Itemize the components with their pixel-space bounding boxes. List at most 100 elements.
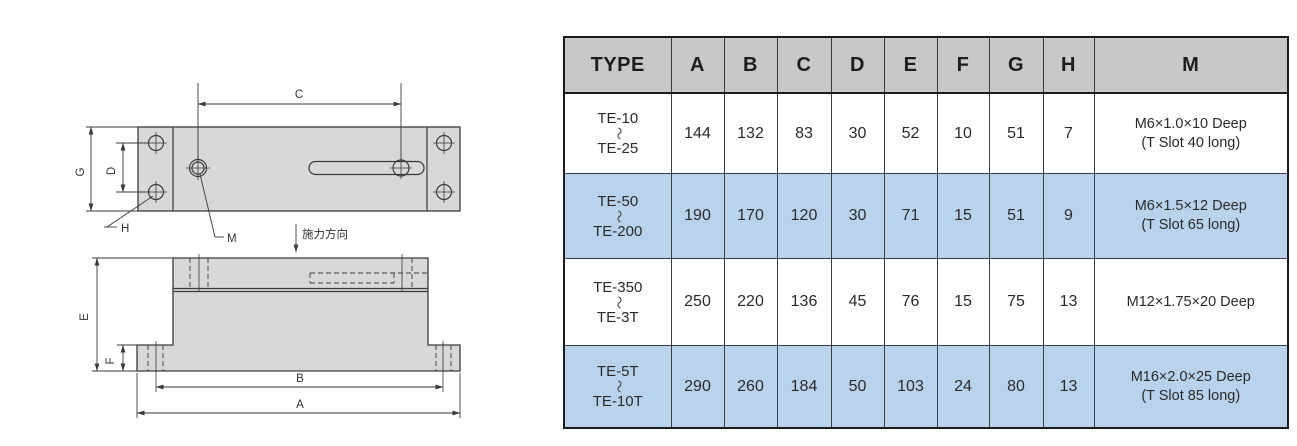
dim-f-value: 10 — [936, 92, 990, 174]
type-from: TE-350 — [593, 278, 643, 296]
type-from: TE-5T — [596, 363, 639, 380]
dim-g-value: 51 — [988, 173, 1044, 259]
dim-g-value: 51 — [988, 92, 1044, 174]
thread-spec-line2: (T Slot 65 long) — [1141, 217, 1241, 233]
dim-a-value: 190 — [670, 173, 725, 259]
thread-spec-line1: M6×1.0×10 Deep — [1134, 115, 1247, 132]
dimension-c: C — [197, 83, 402, 160]
dim-h-value: 13 — [1042, 345, 1095, 429]
dim-h-value: 9 — [1042, 173, 1095, 259]
force-direction-annotation: 施力方向 — [293, 224, 348, 253]
dimension-g: G — [75, 126, 138, 212]
thread-spec-line1: M6×1.5×12 Deep — [1134, 198, 1247, 214]
drawing-svg: C G D H — [75, 83, 461, 418]
slot-hole — [390, 157, 412, 179]
dim-e-value: 103 — [883, 345, 938, 429]
type-range-cell: TE-350 〜 TE-3T — [563, 258, 672, 346]
dim-label-c: C — [295, 89, 303, 101]
col-header-c: C — [776, 36, 832, 94]
dim-label-h: H — [121, 223, 129, 235]
dimension-e: E — [79, 257, 173, 372]
dim-c-value: 83 — [776, 92, 832, 174]
dimension-a: A — [136, 373, 461, 418]
dim-label-g: G — [75, 167, 87, 176]
table-row-te5t-te10t: TE-5T 〜 TE-10T 290 260 184 50 103 24 80 … — [563, 345, 1289, 429]
dim-label-d: D — [106, 167, 118, 175]
dim-a-value: 250 — [670, 258, 725, 346]
dim-e-value: 76 — [883, 258, 938, 346]
dim-d-value: 30 — [830, 92, 885, 174]
thread-spec-line2: (T Slot 40 long) — [1141, 134, 1241, 151]
dim-f-value: 15 — [936, 258, 990, 346]
dim-label-a: A — [296, 399, 304, 411]
col-header-a: A — [670, 36, 725, 94]
leader-m: M — [199, 173, 237, 245]
dim-label-m: M — [227, 233, 237, 245]
dim-b-value: 260 — [723, 345, 778, 429]
dim-f-value: 15 — [936, 173, 990, 259]
dim-c-value: 120 — [776, 173, 832, 259]
table-row-te350-te3t: TE-350 〜 TE-3T 250 220 136 45 76 15 75 1… — [563, 258, 1289, 346]
thread-spec-line1: M16×2.0×25 Deep — [1130, 368, 1251, 385]
type-to: TE-200 — [593, 222, 643, 240]
dim-a-value: 290 — [670, 345, 725, 429]
table-row-te50-te200: TE-50 〜 TE-200 190 170 120 30 71 15 51 9… — [563, 173, 1289, 259]
mounting-hole — [433, 181, 455, 203]
dim-b-value: 132 — [723, 92, 778, 174]
thread-spec-cell: M6×1.0×10 Deep (T Slot 40 long) — [1093, 92, 1289, 174]
dim-label-b: B — [296, 373, 304, 385]
range-tilde-icon: 〜 — [610, 379, 626, 393]
dimension-d: D — [106, 142, 150, 193]
dim-c-value: 136 — [776, 258, 832, 346]
thread-spec-cell: M6×1.5×12 Deep (T Slot 65 long) — [1093, 173, 1289, 259]
dim-a-value: 144 — [670, 92, 725, 174]
dimension-b: B — [155, 373, 444, 390]
dimensions-table-wrapper: TYPE A B C D E F G H M TE-10 〜 TE-25 144 — [563, 36, 1289, 429]
type-range-cell: TE-50 〜 TE-200 — [563, 173, 672, 259]
side-view: E F B A — [79, 254, 461, 418]
side-profile-outline — [136, 257, 461, 372]
col-header-h: H — [1042, 36, 1095, 94]
plate-outline — [137, 126, 461, 212]
col-header-f: F — [936, 36, 990, 94]
dim-f-value: 24 — [936, 345, 990, 429]
dim-h-value: 7 — [1042, 92, 1095, 174]
type-range-cell: TE-10 〜 TE-25 — [563, 92, 672, 174]
type-to: TE-3T — [596, 308, 639, 326]
mounting-hole — [433, 132, 455, 154]
dim-h-value: 13 — [1042, 258, 1095, 346]
dim-label-e: E — [79, 313, 91, 321]
thread-spec-cell: M16×2.0×25 Deep (T Slot 85 long) — [1093, 345, 1289, 429]
table-row-te10-te25: TE-10 〜 TE-25 144 132 83 30 52 10 51 7 M… — [563, 92, 1289, 174]
dim-d-value: 50 — [830, 345, 885, 429]
hidden-hole-m — [189, 254, 209, 292]
dimension-f: F — [105, 344, 137, 372]
leader-h: H — [104, 195, 154, 235]
col-header-b: B — [723, 36, 778, 94]
dim-e-value: 52 — [883, 92, 938, 174]
force-direction-label: 施力方向 — [302, 227, 348, 241]
type-from: TE-10 — [597, 110, 639, 127]
thread-spec-cell: M12×1.75×20 Deep — [1093, 258, 1289, 346]
col-header-m: M — [1093, 36, 1289, 94]
thread-spec-line1: M12×1.75×20 Deep — [1126, 293, 1255, 310]
technical-drawing: C G D H — [0, 0, 520, 446]
header-row: TYPE A B C D E F G H M — [563, 36, 1289, 94]
col-header-e: E — [883, 36, 938, 94]
col-header-d: D — [830, 36, 885, 94]
type-to: TE-10T — [592, 393, 643, 410]
hidden-flange-hole-right — [435, 341, 452, 392]
col-header-g: G — [988, 36, 1044, 94]
dimensions-table: TYPE A B C D E F G H M TE-10 〜 TE-25 144 — [563, 36, 1289, 429]
dim-e-value: 71 — [883, 173, 938, 259]
type-range-cell: TE-5T 〜 TE-10T — [563, 345, 672, 429]
dim-d-value: 30 — [830, 173, 885, 259]
hidden-flange-hole-left — [147, 341, 164, 392]
dim-label-f: F — [105, 357, 117, 364]
hidden-t-slot — [309, 254, 428, 292]
top-view: C G D H — [75, 83, 461, 245]
type-to: TE-25 — [597, 140, 639, 157]
thread-spec-line2: (T Slot 85 long) — [1141, 387, 1241, 404]
type-from: TE-50 — [597, 192, 639, 210]
